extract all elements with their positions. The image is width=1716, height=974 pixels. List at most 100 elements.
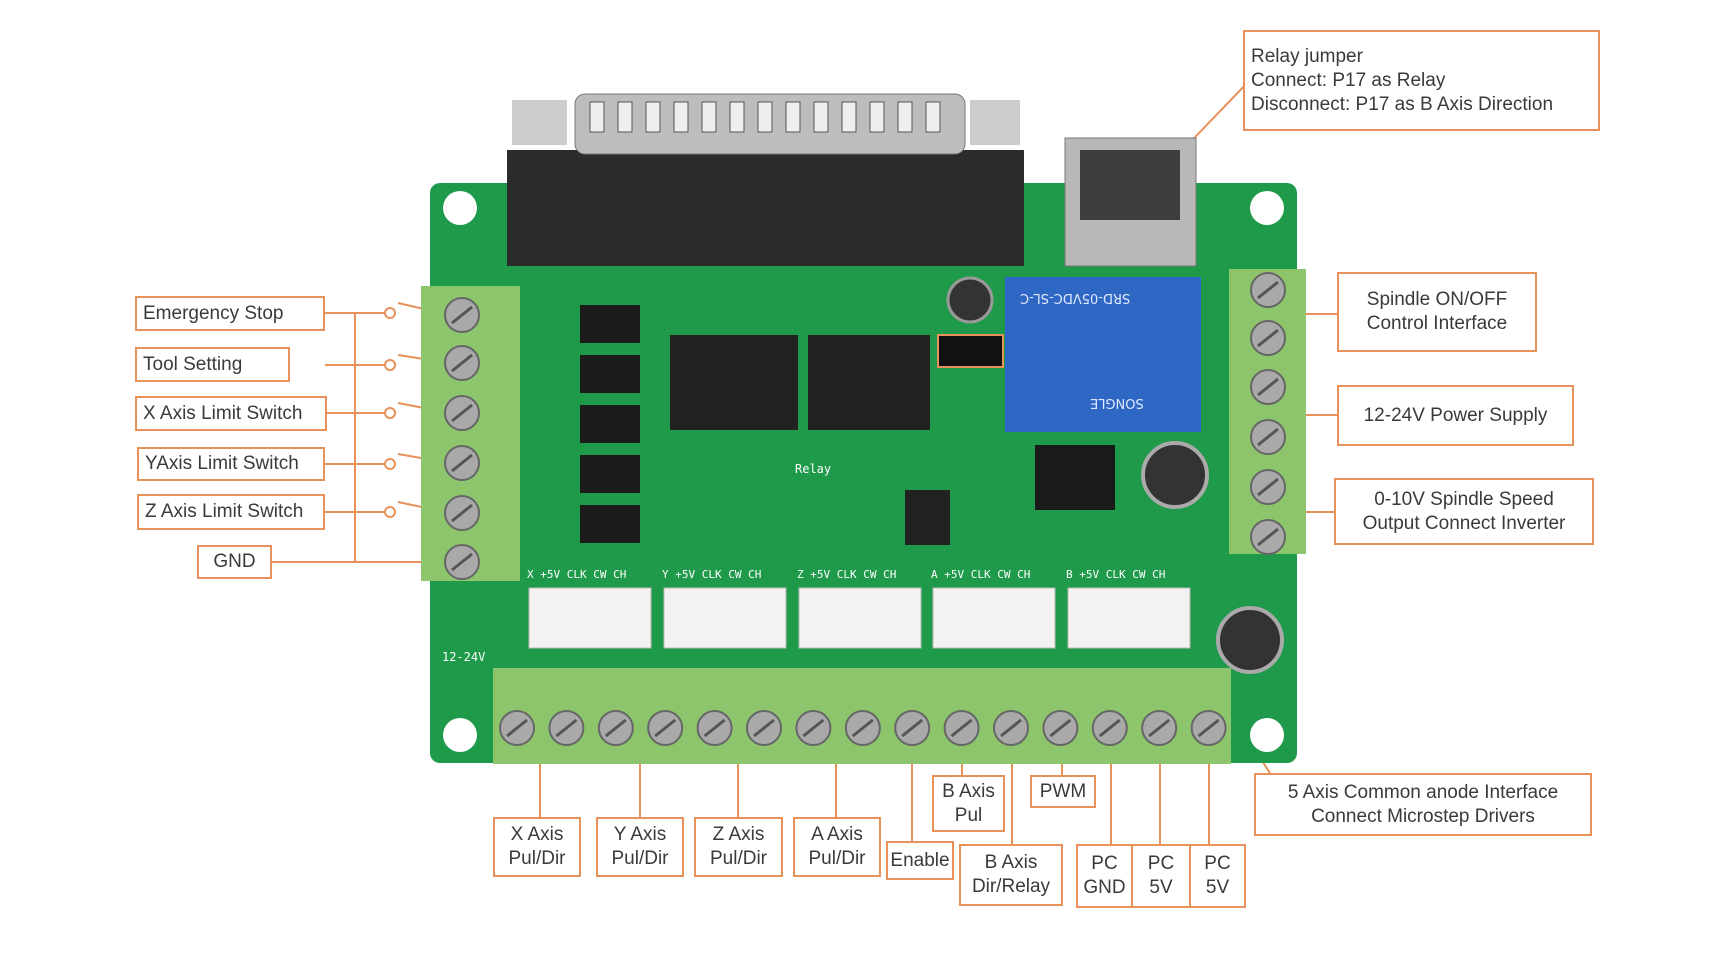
relay <box>1005 277 1201 432</box>
usb-connector <box>1064 137 1197 267</box>
screw-slot <box>451 453 473 473</box>
screw-slot <box>802 718 825 738</box>
db25-pin <box>897 101 913 133</box>
switch-contact <box>384 359 396 371</box>
stepper-header <box>1067 587 1191 649</box>
relay-marking: SRD-05VDC-SL-C <box>1020 290 1131 305</box>
optocoupler <box>580 305 640 343</box>
screw-slot <box>703 718 726 738</box>
power-silkscreen: 12-24V <box>442 650 486 664</box>
screw-slot <box>451 503 473 523</box>
screw-slot <box>1000 718 1022 738</box>
stepper-header <box>663 587 787 649</box>
screw-slot <box>1197 718 1220 738</box>
optocoupler <box>580 505 640 543</box>
header-silkscreen: X +5V CLK CW CH <box>527 568 627 581</box>
jumper <box>937 334 1004 368</box>
optocoupler <box>580 405 640 443</box>
db25-pin <box>841 101 857 133</box>
switch-contact <box>384 506 396 518</box>
db25-pin <box>589 101 605 133</box>
callout-line: 5V <box>1205 877 1230 898</box>
callout-line: Z Axis <box>712 824 765 845</box>
callout-line: Relay jumper <box>1251 45 1363 67</box>
header-silkscreen: Z +5V CLK CW CH <box>797 568 897 581</box>
switch-contact <box>384 458 396 470</box>
relay-silkscreen: Relay <box>795 462 832 476</box>
relay-brand: SONGLE <box>1090 395 1144 410</box>
callout-line: Pul/Dir <box>709 848 767 869</box>
optocoupler <box>580 455 640 493</box>
switch-contact <box>384 307 396 319</box>
spindle-speed-callout: 0-10V Spindle Speed Output Connect Inver… <box>1334 478 1594 545</box>
pc-5v-callout: PC 5V <box>1131 844 1191 908</box>
ic-chip <box>905 490 950 545</box>
callout-line: Pul/Dir <box>808 848 866 869</box>
db25-connector <box>507 93 1024 266</box>
screw-slot <box>1257 527 1279 547</box>
db25-pin <box>729 101 745 133</box>
callout-line: X Axis <box>510 824 564 845</box>
capacitor <box>1216 606 1284 674</box>
relay-jumper-callout: Relay jumper Connect: P17 as Relay Disco… <box>1243 30 1600 131</box>
callout-line: B Axis <box>984 852 1038 873</box>
callout-line: Pul <box>954 804 983 826</box>
ic-chip <box>808 335 930 430</box>
switch-contact <box>384 407 396 419</box>
header-silkscreen: B +5V CLK CW CH <box>1066 568 1166 581</box>
header-silkscreen: Y +5V CLK CW CH <box>662 568 762 581</box>
db25-pin <box>673 101 689 133</box>
callout-line: Disconnect: P17 as B Axis Direction <box>1251 93 1554 115</box>
db25-pin <box>785 101 801 133</box>
screw-slot <box>851 718 874 738</box>
ic-chip <box>670 335 798 430</box>
mount-hole <box>1250 718 1284 752</box>
stepper-header <box>798 587 922 649</box>
screw-slot <box>654 718 677 738</box>
power-supply-callout: 12-24V Power Supply <box>1337 385 1574 446</box>
callout-line: GND <box>1083 877 1126 898</box>
screw-slot <box>451 403 473 423</box>
enable-callout: Enable <box>886 841 954 880</box>
screw-slot <box>1257 477 1279 497</box>
emergency-stop-callout: Emergency Stop <box>135 296 325 331</box>
callout-line: 5V <box>1149 877 1173 898</box>
screw-slot <box>451 552 473 572</box>
db25-pin <box>757 101 773 133</box>
callout-line: Pul/Dir <box>611 848 669 869</box>
stepper-header <box>932 587 1056 649</box>
spindle-onoff-callout: Spindle ON/OFF Control Interface <box>1337 272 1537 352</box>
callout-line: PC <box>1091 853 1118 874</box>
callout-line: Pul/Dir <box>508 848 566 869</box>
screw-slot <box>451 305 473 325</box>
mount-hole <box>1250 191 1284 225</box>
stepper-header <box>528 587 652 649</box>
screw-slot <box>1257 427 1279 447</box>
screw-slot <box>1098 718 1121 738</box>
capacitor <box>1141 441 1209 509</box>
db25-pin <box>645 101 661 133</box>
db25-pin <box>869 101 885 133</box>
callout-line: Y Axis <box>613 824 667 845</box>
pwm-callout: PWM <box>1030 775 1096 808</box>
header-silkscreen: A +5V CLK CW CH <box>931 568 1031 581</box>
callout-line: Dir/Relay <box>971 876 1051 897</box>
screw-slot <box>1257 328 1279 348</box>
screw-slot <box>753 718 775 738</box>
callout-line: 12-24V Power Supply <box>1363 404 1548 426</box>
callout-line: Spindle ON/OFF <box>1366 289 1508 310</box>
mount-hole <box>443 191 477 225</box>
callout-line: PC <box>1147 853 1175 874</box>
x-limit-callout: X Axis Limit Switch <box>135 396 327 431</box>
jumper-header <box>1035 445 1115 510</box>
screw-slot <box>1148 718 1171 738</box>
optocoupler <box>580 355 640 393</box>
db25-pin <box>701 101 717 133</box>
screw-slot <box>901 718 924 738</box>
